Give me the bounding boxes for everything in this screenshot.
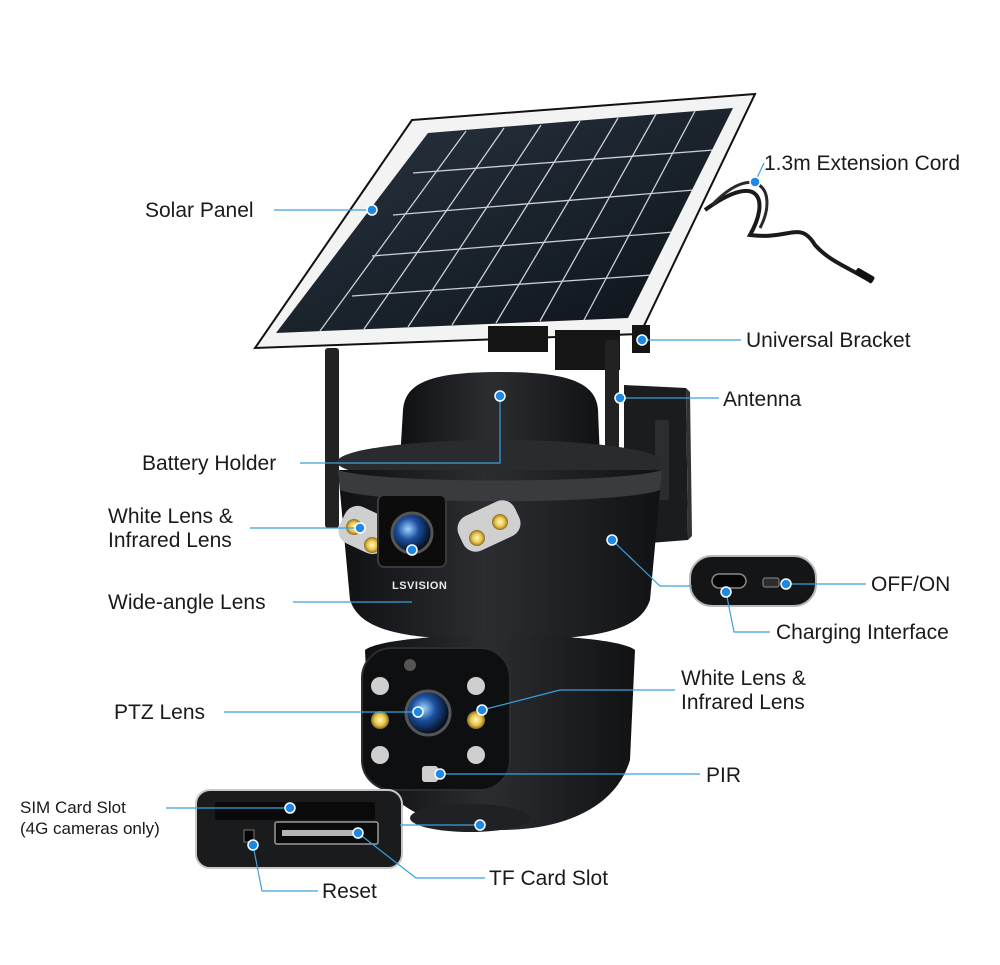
leader-dots (247, 176, 792, 851)
dot-charging-interface (720, 586, 732, 598)
leader-lines (166, 162, 866, 892)
camera-lower-body (361, 635, 635, 832)
dot-solar-panel (366, 204, 378, 216)
antenna-left (325, 348, 339, 528)
card-slot-inset (195, 789, 403, 869)
dot-sim-slot (284, 802, 296, 814)
label-tf-card-slot: TF Card Slot (489, 867, 609, 890)
dot-pir (434, 768, 446, 780)
label-white-lens-right-line1: White Lens & (681, 667, 806, 690)
label-antenna: Antenna (723, 388, 802, 411)
label-reset: Reset (322, 880, 377, 903)
bracket (488, 326, 548, 352)
label-white-lens-right: White Lens & Infrared Lens (681, 667, 806, 715)
dot-off-on (780, 578, 792, 590)
dot-extension-cord (749, 176, 761, 188)
dot-white-lens-right (476, 704, 488, 716)
solar-panel (253, 92, 757, 350)
label-sim-slot: SIM Card Slot (4G cameras only) (20, 797, 160, 839)
extension-cord (703, 188, 874, 284)
pir-sensor (422, 766, 438, 782)
label-sim-slot-line2: (4G cameras only) (20, 819, 160, 838)
dot-universal-bracket (636, 334, 648, 346)
label-pir: PIR (706, 764, 742, 787)
label-ptz-lens: PTZ Lens (114, 701, 206, 724)
dot-lower-body (474, 819, 486, 831)
brand-logo: LSVISION (392, 580, 448, 592)
ptz-lens (404, 689, 452, 737)
charging-inset (689, 555, 817, 607)
label-wide-angle-lens: Wide-angle Lens (108, 591, 266, 614)
label-white-lens-right-line2: Infrared Lens (681, 691, 805, 714)
dot-tf-slot (352, 827, 364, 839)
dot-wide-angle-lens (406, 544, 418, 556)
label-extension-cord: 1.3m Extension Cord (764, 152, 961, 175)
label-white-lens-top-line2: Infrared Lens (108, 529, 232, 552)
dot-battery-holder (494, 390, 506, 402)
dot-charging-body (606, 534, 618, 546)
label-off-on: OFF/ON (871, 573, 951, 596)
label-solar-panel: Solar Panel (145, 199, 254, 222)
label-charging-interface: Charging Interface (776, 621, 949, 644)
cord-plug (855, 268, 875, 283)
label-sim-slot-line1: SIM Card Slot (20, 798, 126, 817)
label-white-lens-top-line1: White Lens & (108, 505, 233, 528)
dot-ptz-lens (412, 706, 424, 718)
label-white-lens-top: White Lens & Infrared Lens (108, 505, 233, 553)
dot-white-lens-top (354, 522, 366, 534)
label-battery-holder: Battery Holder (142, 452, 277, 475)
dot-antenna (614, 392, 626, 404)
dot-reset (247, 839, 259, 851)
label-universal-bracket: Universal Bracket (746, 329, 911, 352)
